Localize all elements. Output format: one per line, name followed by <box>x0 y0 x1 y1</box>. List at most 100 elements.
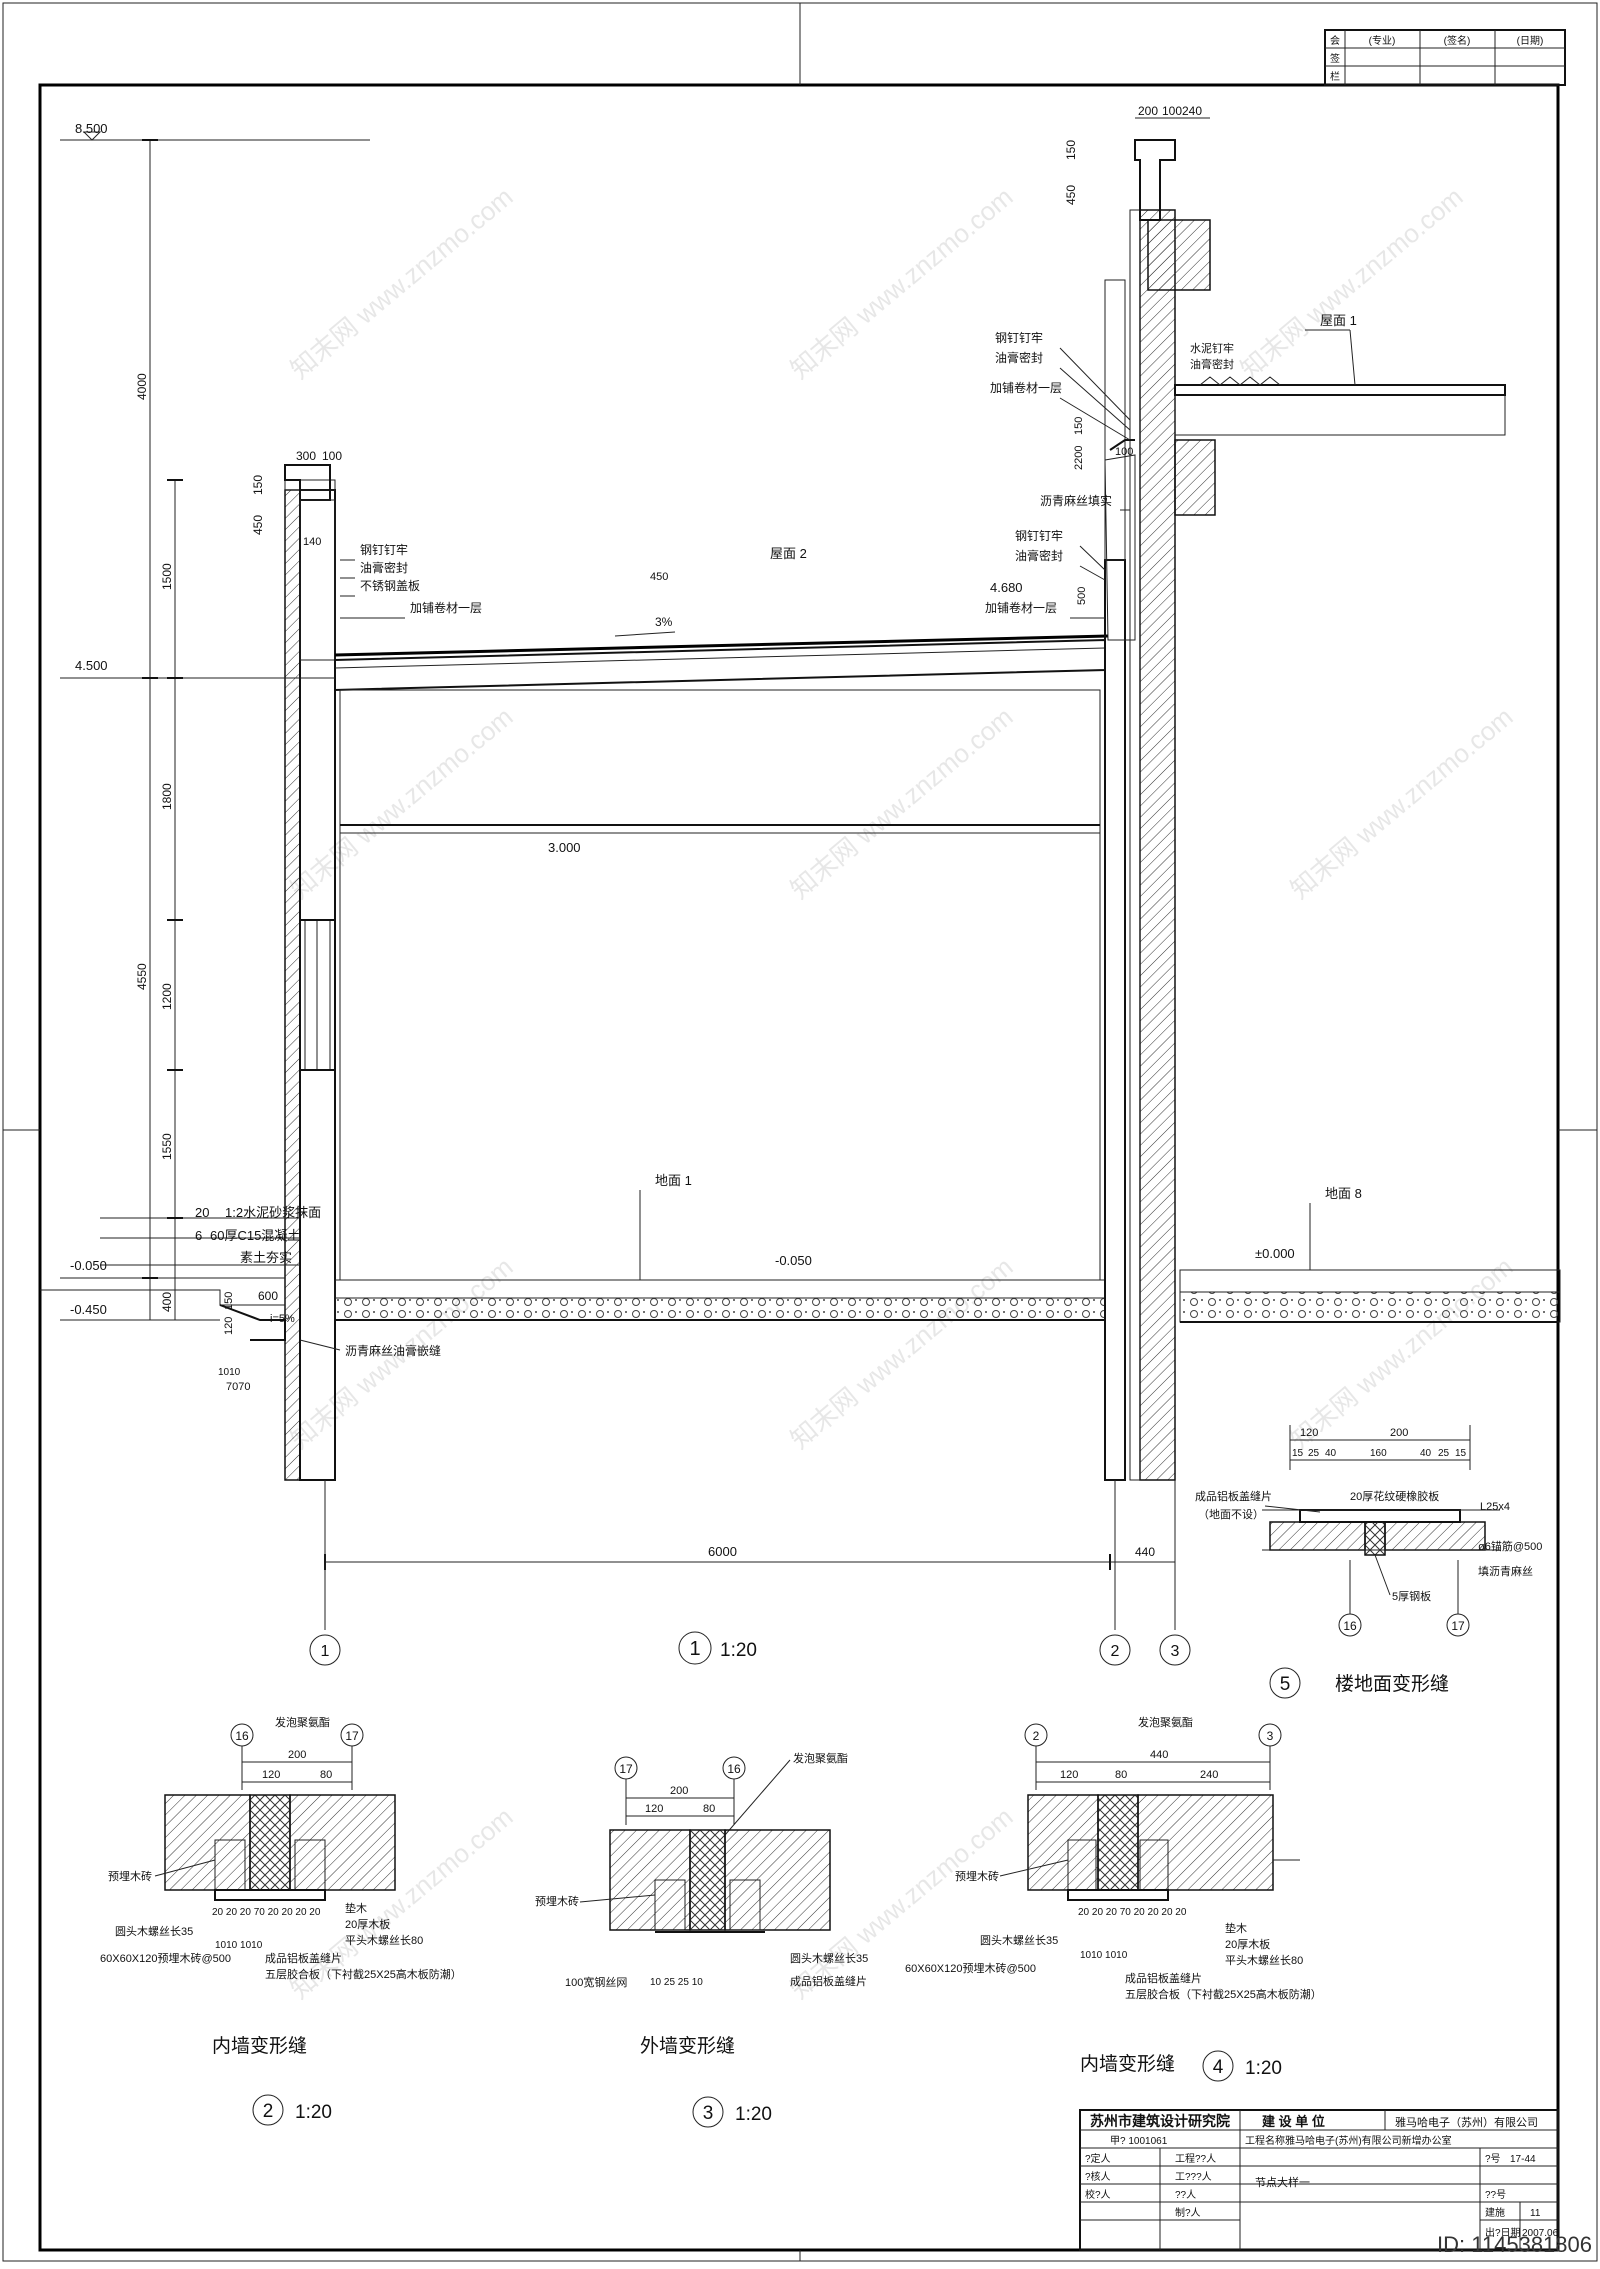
svg-text:垫木: 垫木 <box>1225 1921 1247 1935</box>
dim-440: 440 <box>1135 1545 1155 1559</box>
svg-text:16: 16 <box>727 1762 741 1776</box>
label-cement2: 油膏密封 <box>1190 357 1234 371</box>
svg-text:工程??人: 工程??人 <box>1175 2153 1216 2165</box>
svg-text:3: 3 <box>1171 1643 1180 1660</box>
label-concrete-n: 6 <box>195 1228 202 1243</box>
svg-text:120: 120 <box>262 1769 280 1781</box>
svg-text:3: 3 <box>703 2103 714 2124</box>
dim-150-left: 150 <box>251 475 265 495</box>
dim-140: 140 <box>303 536 321 548</box>
svg-text:1:20: 1:20 <box>720 1640 757 1661</box>
level-minus0450: -0.450 <box>60 1302 220 1321</box>
svg-text:1: 1 <box>689 1638 700 1660</box>
svg-text:圆头木螺丝长35: 圆头木螺丝长35 <box>790 1952 868 1965</box>
label-r-nail: 钢钉钉牢 <box>995 330 1043 345</box>
svg-text:120: 120 <box>645 1803 663 1815</box>
inner-border <box>38 83 1560 2252</box>
dim-2200: 2200 <box>1073 446 1085 470</box>
issue-date: 2007.06 <box>1522 2228 1559 2239</box>
institute-name: 苏州市建筑设计研究院 <box>1090 2113 1230 2129</box>
label-joint: 沥青麻丝油膏嵌缝 <box>345 1343 441 1358</box>
label-soil: 素土夯实 <box>240 1250 292 1265</box>
dim-1500: 1500 <box>160 563 174 590</box>
svg-text:知末网 www.znzmo.com: 知末网 www.znzmo.com <box>785 701 1019 904</box>
svg-text:120: 120 <box>1060 1769 1078 1781</box>
svg-text:校?人: 校?人 <box>1085 2188 1111 2201</box>
label-mortar: 1:2水泥砂浆抹面 <box>225 1205 321 1220</box>
svg-text:圆头木螺丝长35: 圆头木螺丝长35 <box>980 1934 1058 1947</box>
detail5-caption-num: 5 <box>1280 1674 1291 1695</box>
svg-text:2: 2 <box>1111 1643 1120 1660</box>
svg-text:1: 1 <box>321 1643 330 1660</box>
svg-text:工???人: 工???人 <box>1175 2171 1212 2183</box>
svg-text:5厚钢板: 5厚钢板 <box>1392 1589 1431 1603</box>
label-r-nail2: 钢钉钉牢 <box>1015 528 1063 543</box>
signoff-box: (专业) (签名) (日期) 会 签 栏 <box>1324 29 1566 86</box>
svg-text:160: 160 <box>1370 1448 1387 1459</box>
svg-text:440: 440 <box>1150 1749 1168 1761</box>
svg-text:?定人: ?定人 <box>1085 2152 1111 2165</box>
svg-text:-0.050: -0.050 <box>70 1258 107 1273</box>
svg-text:20 20 20 70 20 20 20 20: 20 20 20 70 20 20 20 20 <box>212 1907 321 1918</box>
dim-450-left: 450 <box>251 515 265 535</box>
dim-4000: 4000 <box>135 373 149 400</box>
svg-text:?号: ?号 <box>1485 2153 1501 2165</box>
client-label: 建 设 单 位 <box>1262 2114 1325 2129</box>
svg-text:填沥青麻丝: 填沥青麻丝 <box>1478 1564 1533 1578</box>
svg-text:知末网 www.znzmo.com: 知末网 www.znzmo.com <box>785 1251 1019 1454</box>
svg-text:20厚花纹硬橡胶板: 20厚花纹硬橡胶板 <box>1350 1489 1439 1503</box>
level-3000: 3.000 <box>548 840 581 855</box>
signoff-row-1: 会 <box>1330 34 1340 47</box>
svg-text:制?人: 制?人 <box>1175 2206 1201 2219</box>
dim-1200: 1200 <box>160 983 174 1010</box>
label-r-seal: 油膏密封 <box>995 350 1043 365</box>
label-l-membrane: 加铺卷材一层 <box>410 600 482 615</box>
detail-2-inner-wall-joint: 16 17 发泡聚氨酯 200 120 80 预埋木砖 垫木 20厚木板 平头木… <box>100 1715 462 2126</box>
axis-bubble-3: 3 <box>1159 1634 1191 1666</box>
label-r-seal2: 油膏密封 <box>1015 548 1063 563</box>
svg-text:出?日期: 出?日期 <box>1485 2226 1521 2239</box>
drawing-name: 节点大样一 <box>1255 2175 1310 2189</box>
dim-300: 300 <box>296 449 316 463</box>
signoff-col-1: (专业) <box>1369 34 1396 47</box>
dim-100-gutter: 100 <box>1115 446 1133 458</box>
drawing-number: 17-44 <box>1510 2154 1536 2165</box>
label-l-nail: 钢钉钉牢 <box>360 542 408 557</box>
dim-150-gutter: 150 <box>1073 417 1085 435</box>
signoff-row-3: 栏 <box>1330 70 1340 83</box>
label-r-membrane2: 加铺卷材一层 <box>985 600 1057 615</box>
svg-text:200: 200 <box>288 1749 306 1761</box>
svg-text:80: 80 <box>703 1803 715 1815</box>
svg-text:预埋木砖: 预埋木砖 <box>535 1894 579 1908</box>
svg-text:200: 200 <box>1390 1427 1408 1439</box>
svg-text:2: 2 <box>263 2101 274 2122</box>
svg-text:垫木: 垫木 <box>345 1901 367 1915</box>
level-ground-minus0050: -0.050 <box>775 1253 812 1268</box>
level-pm0000: ±0.000 <box>1255 1246 1295 1261</box>
svg-text:平头木螺丝长80: 平头木螺丝长80 <box>345 1934 423 1947</box>
dim-7070: 7070 <box>226 1381 250 1393</box>
svg-text:?核人: ?核人 <box>1085 2170 1111 2183</box>
label-ground1: 地面 1 <box>655 1173 692 1188</box>
dim-240-top: 240 <box>1182 104 1202 118</box>
svg-text:25: 25 <box>1308 1448 1320 1459</box>
svg-text:3: 3 <box>1267 1729 1274 1743</box>
dim-1550: 1550 <box>160 1133 174 1160</box>
svg-text:15: 15 <box>1292 1448 1304 1459</box>
label-mortar-n: 20 <box>195 1205 209 1220</box>
detail5-axis-16: 16 <box>1343 1619 1357 1633</box>
dim-400: 400 <box>160 1292 174 1312</box>
svg-text:成品铝板盖缝片: 成品铝板盖缝片 <box>1125 1971 1202 1985</box>
svg-text:60X60X120预埋木砖@500: 60X60X120预埋木砖@500 <box>905 1961 1036 1975</box>
dim-500: 500 <box>1076 587 1088 605</box>
svg-text:圆头木螺丝长35: 圆头木螺丝长35 <box>115 1925 193 1938</box>
label-l-seal: 油膏密封 <box>360 560 408 575</box>
svg-text:成品铝板盖缝片: 成品铝板盖缝片 <box>1195 1489 1272 1503</box>
svg-text:2: 2 <box>1033 1729 1040 1743</box>
label-l-steel: 不锈钢盖板 <box>360 579 420 593</box>
svg-text:15: 15 <box>1455 1448 1467 1459</box>
dim-4550: 4550 <box>135 963 149 990</box>
level-4680: 4.680 <box>990 580 1023 595</box>
svg-text:（地面不设）: （地面不设） <box>1198 1508 1264 1521</box>
